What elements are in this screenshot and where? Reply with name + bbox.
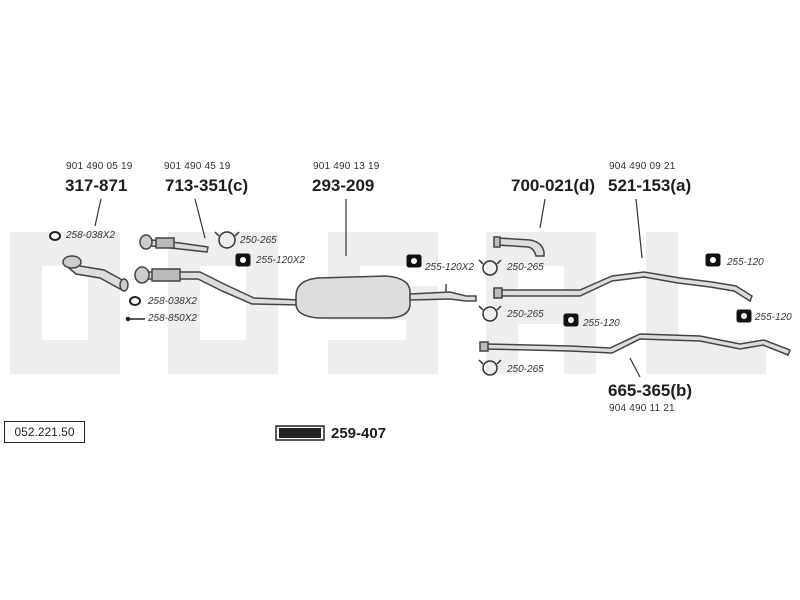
part-number-293: 293-209 [312, 176, 375, 195]
intermediate-pipe-c [139, 234, 209, 253]
accessory-label: 250-265 [507, 364, 544, 375]
part-number-521: 521-153(a) [608, 176, 692, 195]
accessory-label: 255-120 [583, 318, 620, 329]
accessory-label: 255-120 [755, 312, 792, 323]
tail-pipe-a [493, 271, 753, 303]
part-number-700: 700-021(d) [511, 176, 596, 195]
bosal-logo [275, 425, 325, 441]
accessory-label: 258-850X2 [148, 313, 197, 324]
front-downpipe [62, 255, 129, 292]
accessory-label: 255-120 [727, 257, 764, 268]
accessory-label: 250-265 [240, 235, 277, 246]
bend-pipe-d [493, 236, 545, 257]
gasket-icon [49, 231, 141, 306]
clamp-icon [214, 231, 502, 376]
part-number-665: 665-365(b) [608, 381, 693, 400]
tail-pipe-b [479, 333, 791, 356]
oe-number-713: 901 490 45 19 [164, 161, 231, 172]
part-number-317: 317-871 [65, 176, 128, 195]
kit-number: 259-407 [331, 425, 387, 442]
accessory-label: 250-265 [507, 262, 544, 273]
accessory-label: 255-120X2 [256, 255, 305, 266]
leader-lines [94, 198, 643, 378]
hanger-hole [240, 257, 747, 323]
middle-muffler [295, 275, 477, 319]
oe-number-317: 901 490 05 19 [66, 161, 133, 172]
oe-number-665: 904 490 11 21 [609, 403, 675, 414]
accessory-label: 255-120X2 [425, 262, 474, 273]
bolt-icon [125, 316, 145, 322]
accessory-label: 250-265 [507, 309, 544, 320]
part-number-713: 713-351(c) [165, 176, 249, 195]
oe-number-293: 901 490 13 19 [313, 161, 380, 172]
catalog-number: 052.221.50 [4, 421, 85, 443]
oe-number-521: 904 490 09 21 [609, 161, 676, 172]
accessory-label: 258-038X2 [66, 230, 115, 241]
accessory-label: 258-038X2 [148, 296, 197, 307]
